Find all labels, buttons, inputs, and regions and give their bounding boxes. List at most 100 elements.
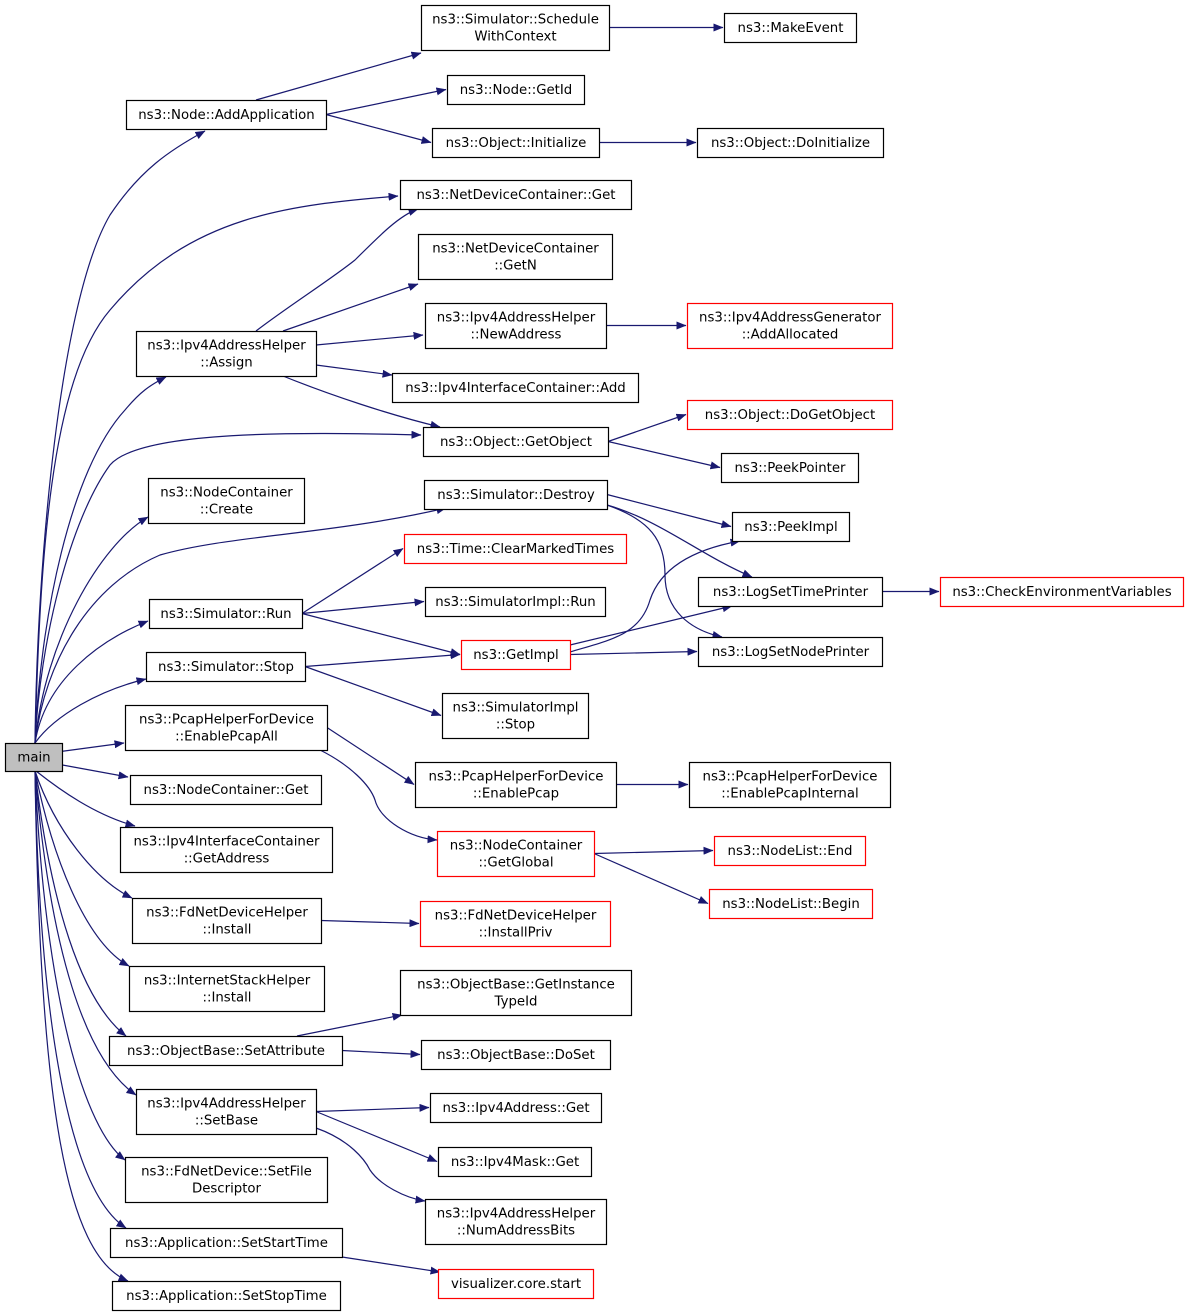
node-numaddrbits[interactable]: ns3::Ipv4AddressHelper::NumAddressBits	[424, 1198, 608, 1246]
edge-ncglobal-to-nlbegin	[593, 852, 709, 905]
node-box	[417, 233, 614, 281]
node-box	[111, 1280, 342, 1312]
node-label: ns3::NodeList::Begin	[722, 897, 860, 912]
edge-main-to-ncget	[56, 763, 129, 780]
node-box	[696, 127, 885, 159]
node-maskget[interactable]: ns3::Ipv4Mask::Get	[437, 1146, 593, 1178]
node-box	[148, 598, 304, 630]
node-doset[interactable]: ns3::ObjectBase::DoSet	[420, 1039, 612, 1071]
node-getid[interactable]: ns3::Node::GetId	[446, 74, 586, 106]
node-ndcget[interactable]: ns3::NetDeviceContainer::Get	[399, 179, 633, 211]
edge-main-to-pcapall	[56, 740, 125, 753]
edge-main-to-ndcget	[34, 192, 399, 744]
node-box	[135, 1088, 318, 1136]
node-setstop[interactable]: ns3::Application::SetStopTime	[111, 1280, 342, 1312]
node-box	[939, 576, 1185, 608]
node-label: ns3::PcapHelperForDevice	[703, 770, 878, 785]
node-box	[125, 99, 328, 131]
node-box	[429, 1092, 603, 1124]
node-setstart[interactable]: ns3::Application::SetStartTime	[109, 1227, 344, 1259]
edge-main-to-setbase	[34, 770, 137, 1096]
node-getimpl[interactable]: ns3::GetImpl	[460, 639, 572, 671]
node-pcap[interactable]: ns3::PcapHelperForDevice::EnablePcap	[414, 761, 618, 809]
node-label: ns3::CheckEnvironmentVariables	[952, 585, 1171, 600]
node-getobject[interactable]: ns3::Object::GetObject	[422, 426, 610, 458]
edge-assign-to-ndcgetn	[282, 283, 419, 332]
node-box	[128, 965, 326, 1013]
node-box	[713, 835, 867, 867]
node-label: ns3::Simulator::Run	[160, 607, 291, 622]
node-iicgetaddr[interactable]: ns3::Ipv4InterfaceContainer::GetAddress	[119, 826, 334, 874]
edge-getobject-to-peekpointer	[607, 440, 721, 470]
node-fdinstallpriv[interactable]: ns3::FdNetDeviceHelper::InstallPriv	[419, 900, 612, 948]
node-addalloc[interactable]: ns3::Ipv4AddressGenerator::AddAllocated	[686, 302, 894, 350]
edge-main-to-fdsetfd	[34, 770, 126, 1161]
node-box	[436, 830, 596, 878]
node-box	[420, 4, 611, 52]
edge-main-to-addapp	[34, 130, 206, 744]
node-ipv4get[interactable]: ns3::Ipv4Address::Get	[429, 1092, 603, 1124]
node-label: ns3::FdNetDeviceHelper	[435, 909, 597, 924]
node-label: ::InstallPriv	[479, 926, 553, 941]
node-simstop[interactable]: ns3::Simulator::Stop	[145, 651, 307, 683]
node-box	[145, 651, 307, 683]
node-label: ns3::Object::DoGetObject	[705, 408, 875, 423]
node-pcapint[interactable]: ns3::PcapHelperForDevice::EnablePcapInte…	[688, 761, 892, 809]
node-box	[697, 576, 884, 608]
node-ishinstall[interactable]: ns3::InternetStackHelper::Install	[128, 965, 326, 1013]
node-vizstart[interactable]: visualizer.core.start	[437, 1268, 595, 1300]
node-simrun[interactable]: ns3::Simulator::Run	[148, 598, 304, 630]
node-box	[135, 330, 318, 378]
node-pcapall[interactable]: ns3::PcapHelperForDevice::EnablePcapAll	[124, 704, 329, 752]
node-label: ns3::Object::DoInitialize	[711, 136, 870, 151]
node-simimplrun[interactable]: ns3::SimulatorImpl::Run	[424, 586, 607, 618]
edge-ncglobal-to-nlend	[593, 846, 714, 855]
node-objinit[interactable]: ns3::Object::Initialize	[431, 127, 601, 159]
node-label: ns3::Ipv4AddressGenerator	[699, 311, 881, 326]
node-assign[interactable]: ns3::Ipv4AddressHelper::Assign	[135, 330, 318, 378]
node-nlbegin[interactable]: ns3::NodeList::Begin	[708, 888, 874, 920]
node-label: ::GetGlobal	[478, 856, 553, 871]
edge-simdestroy-to-peekimpl	[606, 493, 732, 528]
node-dogetobject[interactable]: ns3::Object::DoGetObject	[686, 399, 894, 431]
node-iicadd[interactable]: ns3::Ipv4InterfaceContainer::Add	[391, 372, 640, 404]
node-nlend[interactable]: ns3::NodeList::End	[713, 835, 867, 867]
node-box	[399, 179, 633, 211]
node-clearmarked[interactable]: ns3::Time::ClearMarkedTimes	[403, 533, 628, 565]
node-setbase[interactable]: ns3::Ipv4AddressHelper::SetBase	[135, 1088, 318, 1136]
node-label: ns3::PeekImpl	[744, 520, 837, 535]
node-box	[731, 511, 851, 543]
node-checkenv[interactable]: ns3::CheckEnvironmentVariables	[939, 576, 1185, 608]
node-ncget[interactable]: ns3::NodeContainer::Get	[129, 774, 323, 806]
node-addapp[interactable]: ns3::Node::AddApplication	[125, 99, 328, 131]
node-nccreate[interactable]: ns3::NodeContainer::Create	[147, 477, 306, 525]
node-peekimpl[interactable]: ns3::PeekImpl	[731, 511, 851, 543]
node-doinit[interactable]: ns3::Object::DoInitialize	[696, 127, 885, 159]
edge-pcapall-to-ncglobal	[319, 749, 438, 844]
node-box	[109, 1227, 344, 1259]
node-box	[399, 969, 633, 1017]
node-peekpointer[interactable]: ns3::PeekPointer	[720, 452, 860, 484]
node-makeevent[interactable]: ns3::MakeEvent	[723, 12, 858, 44]
node-label: ns3::Node::AddApplication	[138, 108, 314, 123]
edge-simdestroy-to-logtime	[606, 504, 753, 578]
node-logtime[interactable]: ns3::LogSetTimePrinter	[697, 576, 884, 608]
node-ncglobal[interactable]: ns3::NodeContainer::GetGlobal	[436, 830, 596, 878]
node-box	[422, 426, 610, 458]
node-simimplstop[interactable]: ns3::SimulatorImpl::Stop	[441, 692, 590, 740]
node-label: ns3::NodeContainer::Get	[144, 783, 309, 798]
edge-simrun-to-simimplrun	[301, 598, 425, 615]
node-lognode[interactable]: ns3::LogSetNodePrinter	[697, 636, 884, 668]
node-newaddr[interactable]: ns3::Ipv4AddressHelper::NewAddress	[424, 302, 608, 350]
node-label: ::GetAddress	[184, 852, 270, 867]
node-setattr[interactable]: ns3::ObjectBase::SetAttribute	[108, 1035, 344, 1067]
node-label: ns3::PcapHelperForDevice	[139, 713, 314, 728]
node-fdinstall[interactable]: ns3::FdNetDeviceHelper::Install	[131, 897, 323, 945]
edge-pcapall-to-pcap	[326, 726, 415, 786]
node-ndcgetn[interactable]: ns3::NetDeviceContainer::GetN	[417, 233, 614, 281]
node-simdestroy[interactable]: ns3::Simulator::Destroy	[423, 479, 609, 511]
node-box	[108, 1035, 344, 1067]
